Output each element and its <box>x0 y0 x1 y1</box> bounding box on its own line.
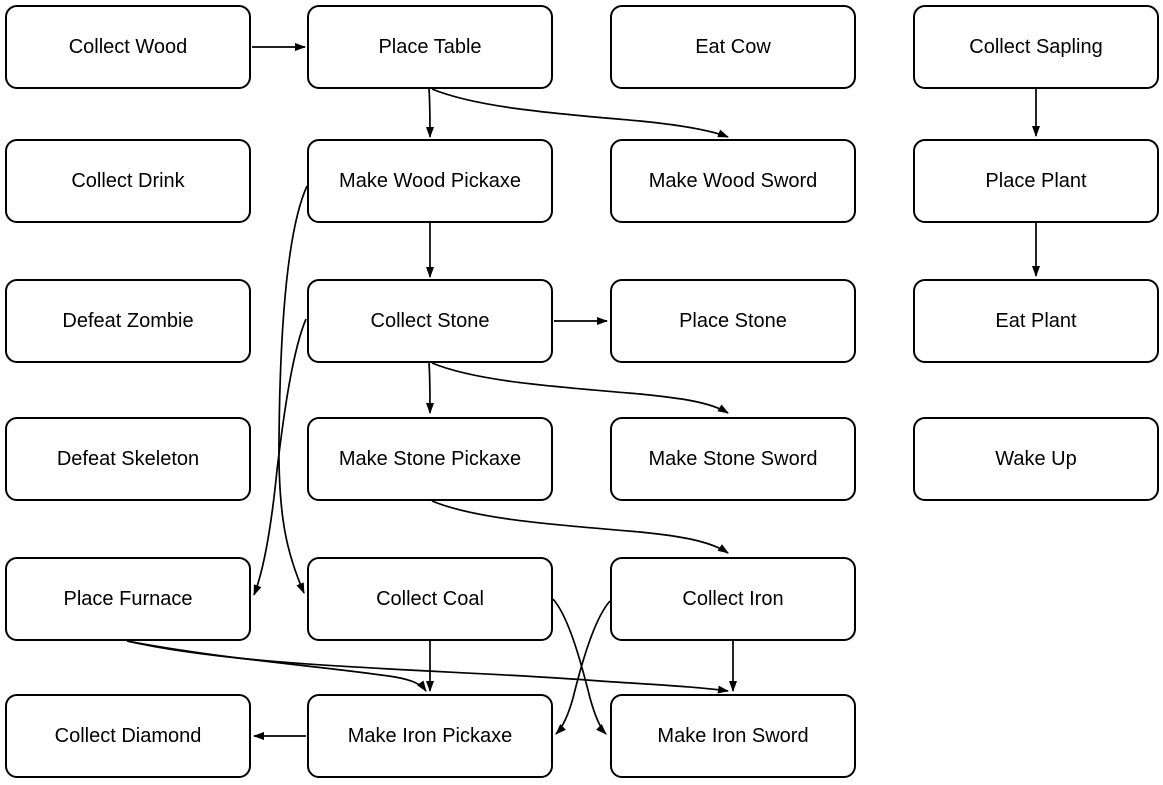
node-label: Place Furnace <box>63 588 193 610</box>
edge-make-stone-pickaxe-to-collect-iron <box>431 500 729 554</box>
node-label: Place Stone <box>679 310 787 332</box>
node-label: Collect Diamond <box>54 725 202 747</box>
node-place-furnace: Place Furnace <box>5 557 251 641</box>
node-label: Make Stone Sword <box>648 448 818 470</box>
node-label: Make Iron Pickaxe <box>347 725 513 747</box>
edge-collect-stone-to-make-stone-sword <box>431 362 729 414</box>
node-label: Collect Drink <box>71 170 185 192</box>
node-make-wood-pickaxe: Make Wood Pickaxe <box>307 139 553 223</box>
node-label: Wake Up <box>995 448 1077 470</box>
node-wake-up: Wake Up <box>913 417 1159 501</box>
node-label: Place Plant <box>985 170 1087 192</box>
node-eat-plant: Eat Plant <box>913 279 1159 363</box>
node-make-wood-sword: Make Wood Sword <box>610 139 856 223</box>
node-defeat-zombie: Defeat Zombie <box>5 279 251 363</box>
edge-collect-iron-to-make-iron-pickaxe <box>555 600 611 735</box>
node-make-iron-sword: Make Iron Sword <box>610 694 856 778</box>
edge-make-wood-pickaxe-to-collect-coal <box>278 185 308 594</box>
node-label: Defeat Zombie <box>62 310 194 332</box>
edge-collect-stone-to-place-furnace <box>253 318 307 596</box>
edge-place-furnace-to-make-iron-pickaxe <box>126 640 427 692</box>
node-collect-sapling: Collect Sapling <box>913 5 1159 89</box>
node-label: Eat Cow <box>695 36 771 58</box>
node-make-stone-sword: Make Stone Sword <box>610 417 856 501</box>
node-label: Place Table <box>378 36 482 58</box>
node-collect-drink: Collect Drink <box>5 139 251 223</box>
node-label: Collect Sapling <box>969 36 1103 58</box>
node-label: Collect Wood <box>68 36 188 58</box>
node-label: Collect Iron <box>682 588 784 610</box>
node-collect-wood: Collect Wood <box>5 5 251 89</box>
node-label: Eat Plant <box>995 310 1077 332</box>
node-collect-stone: Collect Stone <box>307 279 553 363</box>
node-place-table: Place Table <box>307 5 553 89</box>
node-label: Make Wood Sword <box>648 170 818 192</box>
node-collect-diamond: Collect Diamond <box>5 694 251 778</box>
edge-collect-stone-to-make-stone-pickaxe <box>425 362 434 414</box>
node-label: Collect Coal <box>376 588 484 610</box>
node-collect-iron: Collect Iron <box>610 557 856 641</box>
node-collect-coal: Collect Coal <box>307 557 553 641</box>
node-place-plant: Place Plant <box>913 139 1159 223</box>
node-defeat-skeleton: Defeat Skeleton <box>5 417 251 501</box>
node-label: Make Wood Pickaxe <box>339 170 521 192</box>
node-label: Make Stone Pickaxe <box>338 448 522 470</box>
node-place-stone: Place Stone <box>610 279 856 363</box>
node-label: Collect Stone <box>370 310 490 332</box>
edge-place-table-to-make-wood-pickaxe <box>425 88 434 138</box>
edge-collect-coal-to-make-iron-sword <box>552 598 607 735</box>
node-make-iron-pickaxe: Make Iron Pickaxe <box>307 694 553 778</box>
node-eat-cow: Eat Cow <box>610 5 856 89</box>
node-make-stone-pickaxe: Make Stone Pickaxe <box>307 417 553 501</box>
edge-place-table-to-make-wood-sword <box>431 88 729 138</box>
edge-place-furnace-to-make-iron-sword <box>126 640 729 694</box>
node-label: Make Iron Sword <box>657 725 809 747</box>
node-label: Defeat Skeleton <box>56 448 200 470</box>
